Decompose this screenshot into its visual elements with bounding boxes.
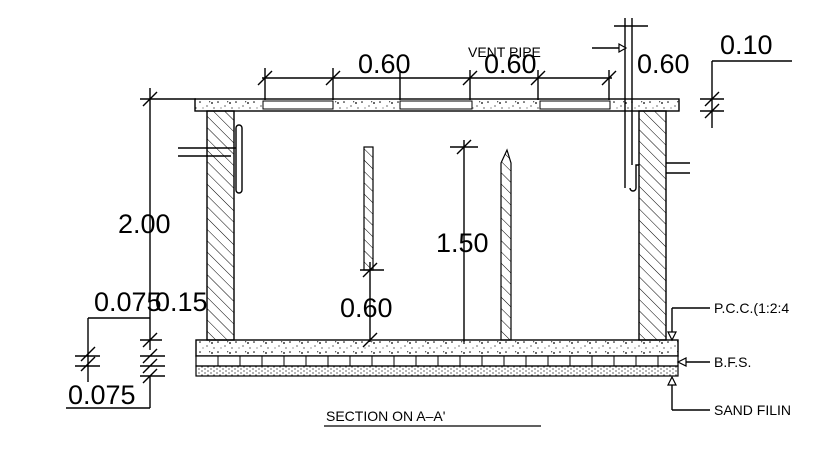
bottom-clear-label: 0.60	[340, 293, 393, 323]
wall-thickness-label: 0.15	[155, 287, 208, 317]
left-wall	[206, 110, 235, 341]
height-dimension	[140, 88, 196, 350]
section-title: SECTION ON A–A'	[326, 408, 445, 424]
outlet-pipe	[629, 162, 690, 192]
slab-thickness-leader	[700, 60, 792, 128]
bfs-label: B.F.S.	[714, 354, 751, 370]
right-wall	[638, 110, 667, 341]
bottom-clear-dimension	[360, 262, 384, 348]
baffle-height-label: 1.50	[436, 228, 489, 258]
span-left-label: 0.60	[358, 49, 411, 79]
pcc-bottom-label: 0.075	[68, 380, 136, 410]
pcc-top-label: 0.075	[94, 287, 162, 317]
tank-height-label: 2.00	[118, 209, 171, 239]
layer-callouts	[667, 307, 710, 411]
span-middle-label: 0.60	[484, 49, 537, 79]
baffle-height-dimension	[450, 139, 478, 342]
slab-thickness-label: 0.10	[720, 30, 773, 60]
inlet-pipe	[178, 124, 243, 194]
baffle-left	[363, 146, 374, 271]
pcc-label: P.C.C.(1:2:4	[714, 300, 789, 316]
base-layers	[195, 339, 679, 377]
baffle-right	[500, 148, 512, 341]
span-right-label: 0.60	[637, 49, 690, 79]
span-dimension	[257, 68, 617, 100]
vent-pipe	[592, 18, 648, 188]
base-thickness-leaders	[66, 317, 165, 409]
sand-label: SAND FILIN	[714, 402, 791, 418]
vent-pipe-label: VENT PIPE	[468, 44, 541, 60]
top-slab	[194, 98, 680, 112]
